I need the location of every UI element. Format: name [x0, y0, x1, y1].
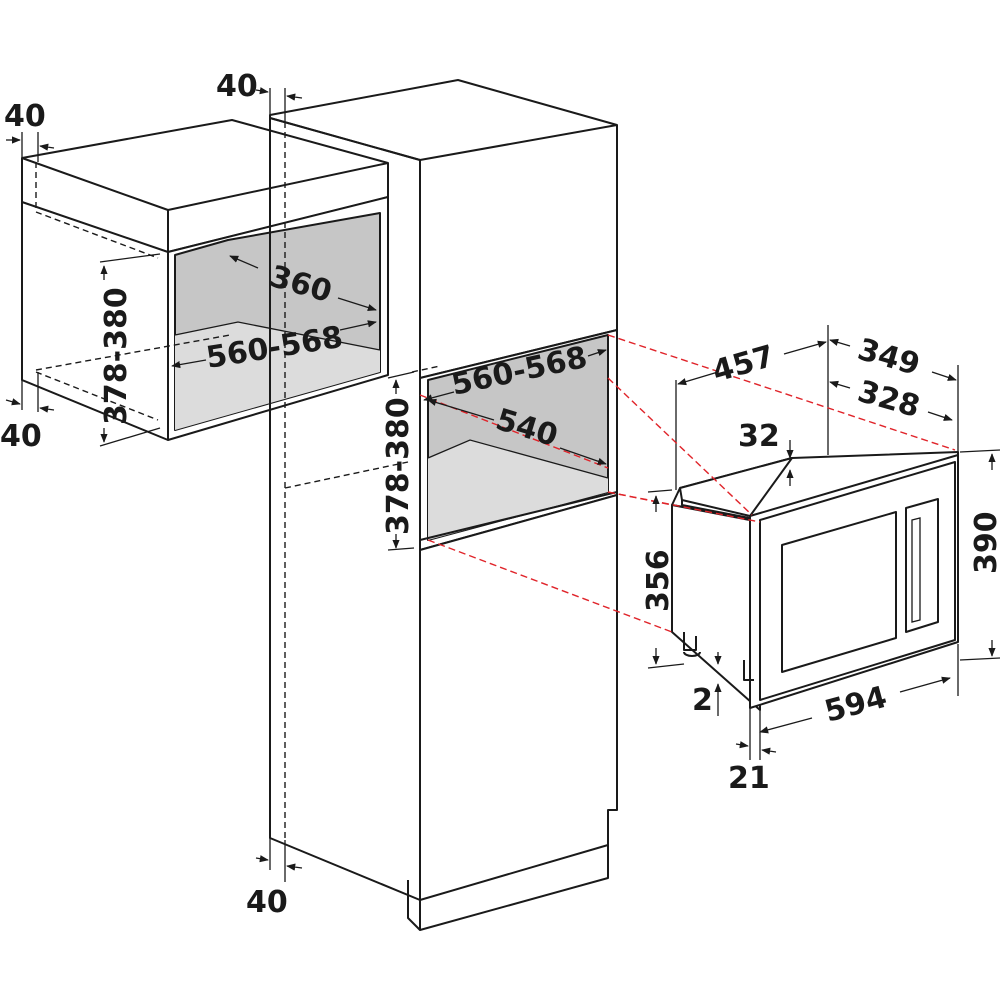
label-appliance-depth-total: 457: [709, 339, 779, 390]
dimension-lines: [5, 87, 1000, 882]
tall-cabinet: [269, 79, 618, 931]
label-appliance-height: 390: [969, 511, 1000, 574]
wall-cabinet: [21, 119, 389, 441]
label-floor-gap: 40: [246, 885, 288, 920]
label-appliance-top-offset: 32: [738, 419, 780, 454]
label-appliance-body-height: 356: [641, 549, 676, 612]
label-top-gap-left: 40: [4, 99, 46, 134]
label-wall-cabinet-height: 378-380: [99, 287, 134, 425]
label-top-gap-center: 40: [216, 69, 258, 104]
label-appliance-frame: 21: [728, 761, 770, 796]
label-appliance-width: 594: [821, 680, 891, 730]
microwave-appliance: [671, 325, 959, 711]
label-appliance-foot: 2: [692, 683, 713, 718]
label-bottom-gap-left: 40: [0, 419, 42, 454]
label-tall-cabinet-height: 378-380: [381, 397, 416, 535]
